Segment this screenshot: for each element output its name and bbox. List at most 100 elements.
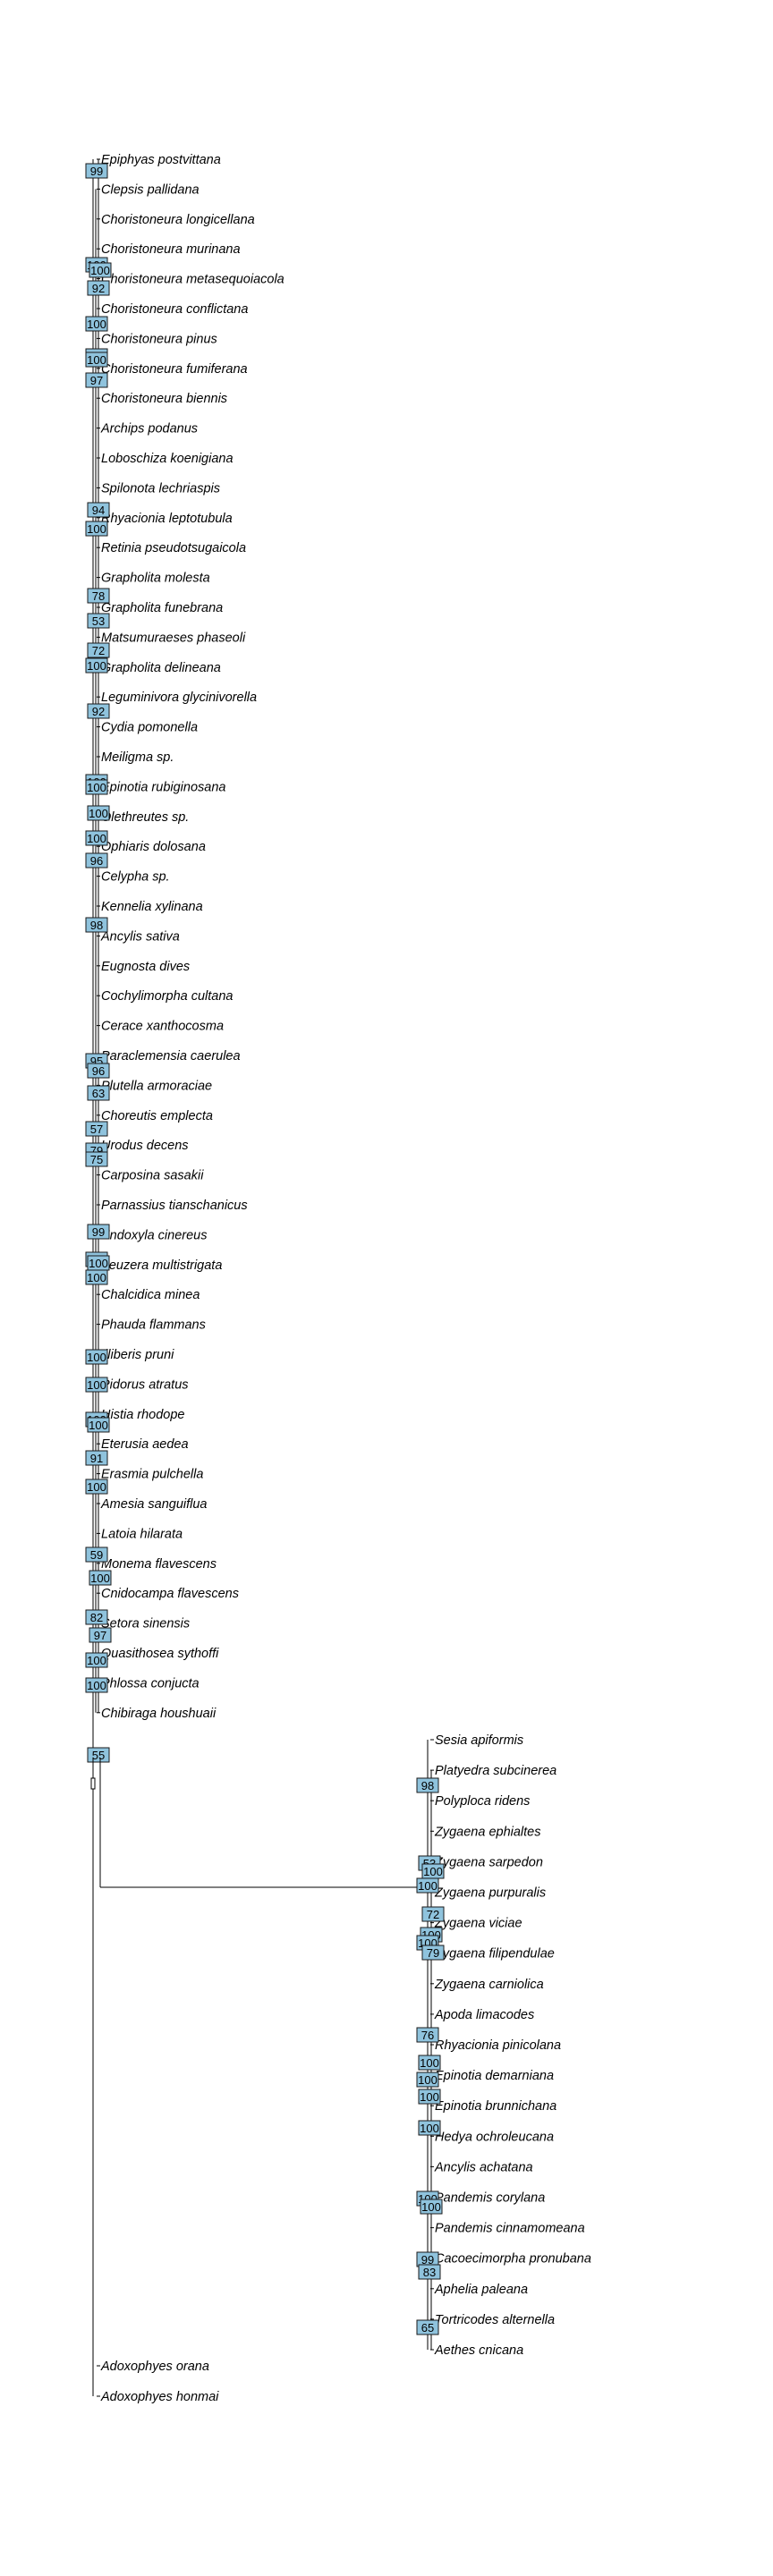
taxon-label: Pandemis corylana: [435, 2191, 545, 2206]
bootstrap-support-label: 100: [85, 1479, 108, 1495]
taxon-label: Epiphyas postvittana: [101, 153, 221, 167]
support-box: [420, 2199, 443, 2215]
support-value: 100: [87, 318, 106, 331]
taxon-label: Carposina sasakii: [101, 1169, 204, 1183]
bootstrap-support-label: 76: [416, 2027, 439, 2043]
taxon-label: Chibiraga houshuaii: [101, 1707, 217, 1721]
taxon-label: Monema flavescens: [101, 1557, 217, 1572]
support-box: [416, 1777, 439, 1793]
taxon-label: Clepsis pallidana: [101, 182, 200, 197]
bootstrap-support-label: 100: [416, 2072, 439, 2088]
support-box: [85, 352, 108, 368]
taxon-label: Leguminivora glycinivorella: [101, 691, 257, 705]
support-box: [89, 1570, 112, 1586]
bootstrap-support-label: 92: [87, 280, 110, 296]
support-box: [418, 2120, 441, 2136]
taxon-label: Sesia apiformis: [435, 1733, 523, 1748]
taxon-label: Adoxophyes orana: [100, 2360, 209, 2374]
taxon-label: Olethreutes sp.: [101, 810, 189, 825]
support-box: [85, 1269, 108, 1285]
taxon-label: Choristoneura pinus: [101, 332, 217, 346]
bootstrap-support-label: 100: [85, 1677, 108, 1693]
taxon-label: Plutella armoraciae: [101, 1079, 212, 1093]
bootstrap-support-label: 100: [418, 2055, 441, 2071]
support-value: 96: [90, 854, 103, 868]
support-box: [85, 1652, 108, 1668]
taxon-label: Histia rhodope: [101, 1408, 185, 1422]
bootstrap-support-label: 78: [87, 588, 110, 604]
support-box: [85, 1151, 108, 1167]
support-box: [85, 1121, 108, 1137]
taxon-label: Aphelia paleana: [434, 2283, 528, 2297]
support-value: 100: [87, 832, 106, 845]
bootstrap-support-label: 57: [85, 1121, 108, 1137]
taxon-label: Eugnosta dives: [101, 960, 190, 974]
taxon-label: Cerace xanthocosma: [101, 1020, 224, 1034]
support-value: 76: [421, 2029, 434, 2042]
taxon-label: Kennelia xylinana: [101, 900, 203, 914]
support-value: 100: [87, 1378, 106, 1392]
taxon-label: Cochylimorpha cultana: [101, 989, 234, 1004]
support-value: 99: [421, 2253, 434, 2267]
taxon-label: Zygaena purpuralis: [434, 1886, 546, 1901]
taxon-label: Choristoneura murinana: [101, 242, 241, 257]
taxon-label: Choristoneura conflictana: [101, 302, 248, 317]
bootstrap-support-label: 82: [85, 1609, 108, 1625]
taxon-label: Hedya ochroleucana: [435, 2130, 554, 2144]
support-box: [85, 1349, 108, 1365]
taxon-label: Adoxophyes honmai: [100, 2390, 219, 2404]
support-value: 100: [87, 522, 106, 536]
taxon-label: Chalcidica minea: [101, 1288, 200, 1302]
taxon-label: Latoia hilarata: [101, 1527, 183, 1541]
root-marker: [90, 1777, 96, 1790]
bootstrap-support-label: 100: [89, 262, 112, 278]
taxon-label: Rhyacionia pinicolana: [435, 2038, 561, 2053]
support-box: [89, 1627, 112, 1643]
bootstrap-support-label: 100: [89, 1570, 112, 1586]
bootstrap-support-label: 53: [87, 613, 110, 629]
support-box: [85, 1546, 108, 1563]
support-box: [85, 852, 108, 869]
support-value: 100: [418, 1879, 437, 1893]
taxon-label: Quasithosea sythoffi: [101, 1647, 219, 1661]
taxon-label: Grapholita funebrana: [101, 601, 223, 615]
support-value: 100: [89, 1419, 108, 1432]
support-box: [87, 1417, 110, 1433]
bootstrap-support-label: 100: [87, 1417, 110, 1433]
support-box: [85, 1609, 108, 1625]
bootstrap-support-label: 97: [85, 372, 108, 388]
support-value: 98: [421, 1779, 434, 1792]
bootstrap-support-label: 100: [85, 521, 108, 537]
support-box: [87, 613, 110, 629]
support-value: 97: [94, 1629, 106, 1642]
support-box: [418, 2089, 441, 2105]
bootstrap-support-label: 99: [85, 163, 108, 179]
taxon-label: Erasmia pulchella: [101, 1468, 203, 1482]
taxon-label: Ancylis sativa: [100, 929, 180, 944]
bootstrap-support-label: 100: [85, 1377, 108, 1393]
support-value: 100: [87, 1480, 106, 1494]
bootstrap-support-label: 98: [85, 917, 108, 933]
bootstrap-support-label: 100: [85, 1349, 108, 1365]
support-box: [85, 163, 108, 179]
support-box: [87, 280, 110, 296]
taxon-label: Zygaena carniolica: [434, 1978, 544, 1992]
taxon-label: Polyploca ridens: [435, 1794, 530, 1809]
taxon-label: Zygaena viciae: [434, 1917, 522, 1931]
bootstrap-support-label: 72: [87, 642, 110, 658]
support-box: [416, 2319, 439, 2335]
taxon-label: Matsumuraeses phaseoli: [101, 631, 246, 645]
taxon-label: Grapholita molesta: [101, 572, 210, 586]
bootstrap-support-label: 59: [85, 1546, 108, 1563]
support-value: 72: [92, 644, 105, 657]
support-value: 79: [427, 1946, 439, 1960]
support-value: 100: [87, 1679, 106, 1692]
support-box: [416, 2072, 439, 2088]
bootstrap-support-label: 99: [87, 1224, 110, 1240]
taxon-label: Zygaena filipendulae: [434, 1947, 555, 1962]
taxon-label: Epinotia demarniana: [435, 2069, 554, 2083]
taxon-label: Zeuzera multistrigata: [100, 1258, 222, 1273]
taxon-label: Illiberis pruni: [101, 1348, 174, 1362]
bootstrap-support-label: 100: [418, 2089, 441, 2105]
support-box: [418, 2055, 441, 2071]
